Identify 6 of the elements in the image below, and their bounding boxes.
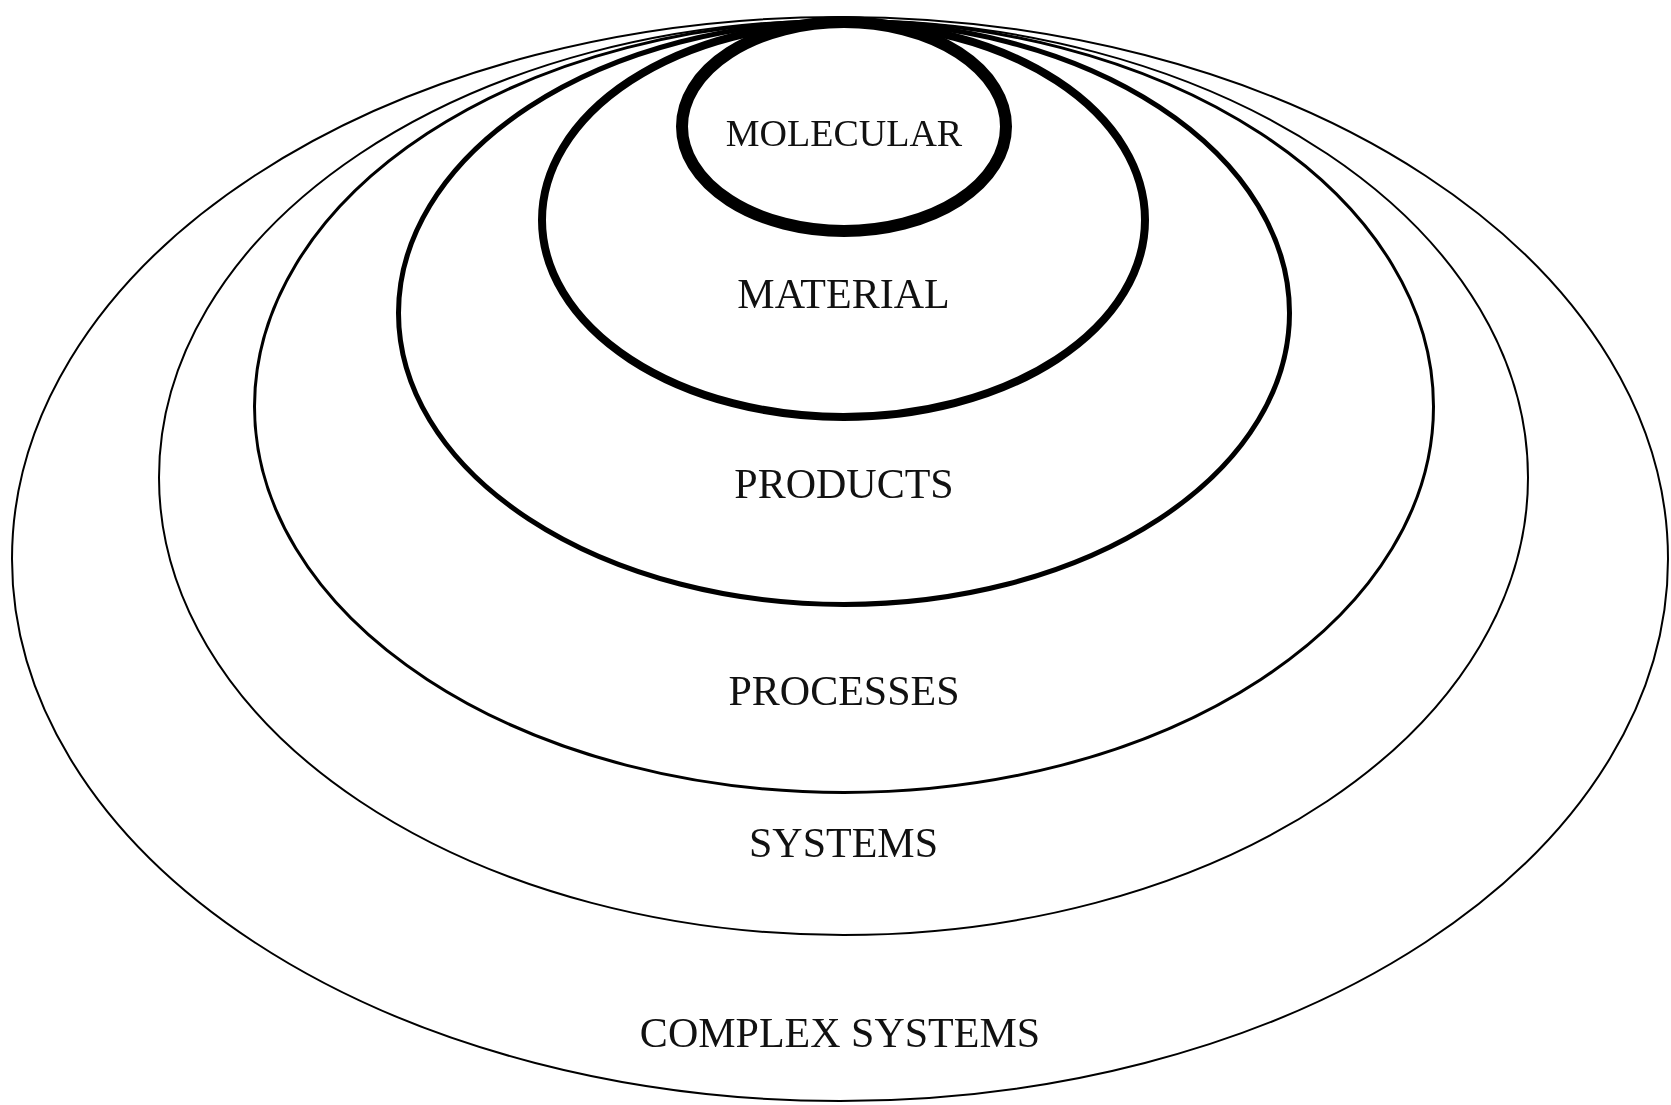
level-label: COMPLEX SYSTEMS [639, 1012, 1041, 1054]
level-label: SYSTEMS [748, 822, 939, 864]
level-label: PRODUCTS [734, 463, 954, 505]
level-label: MATERIAL [737, 273, 950, 315]
level-label: PROCESSES [728, 670, 960, 712]
level-label: MOLECULAR [725, 114, 963, 152]
